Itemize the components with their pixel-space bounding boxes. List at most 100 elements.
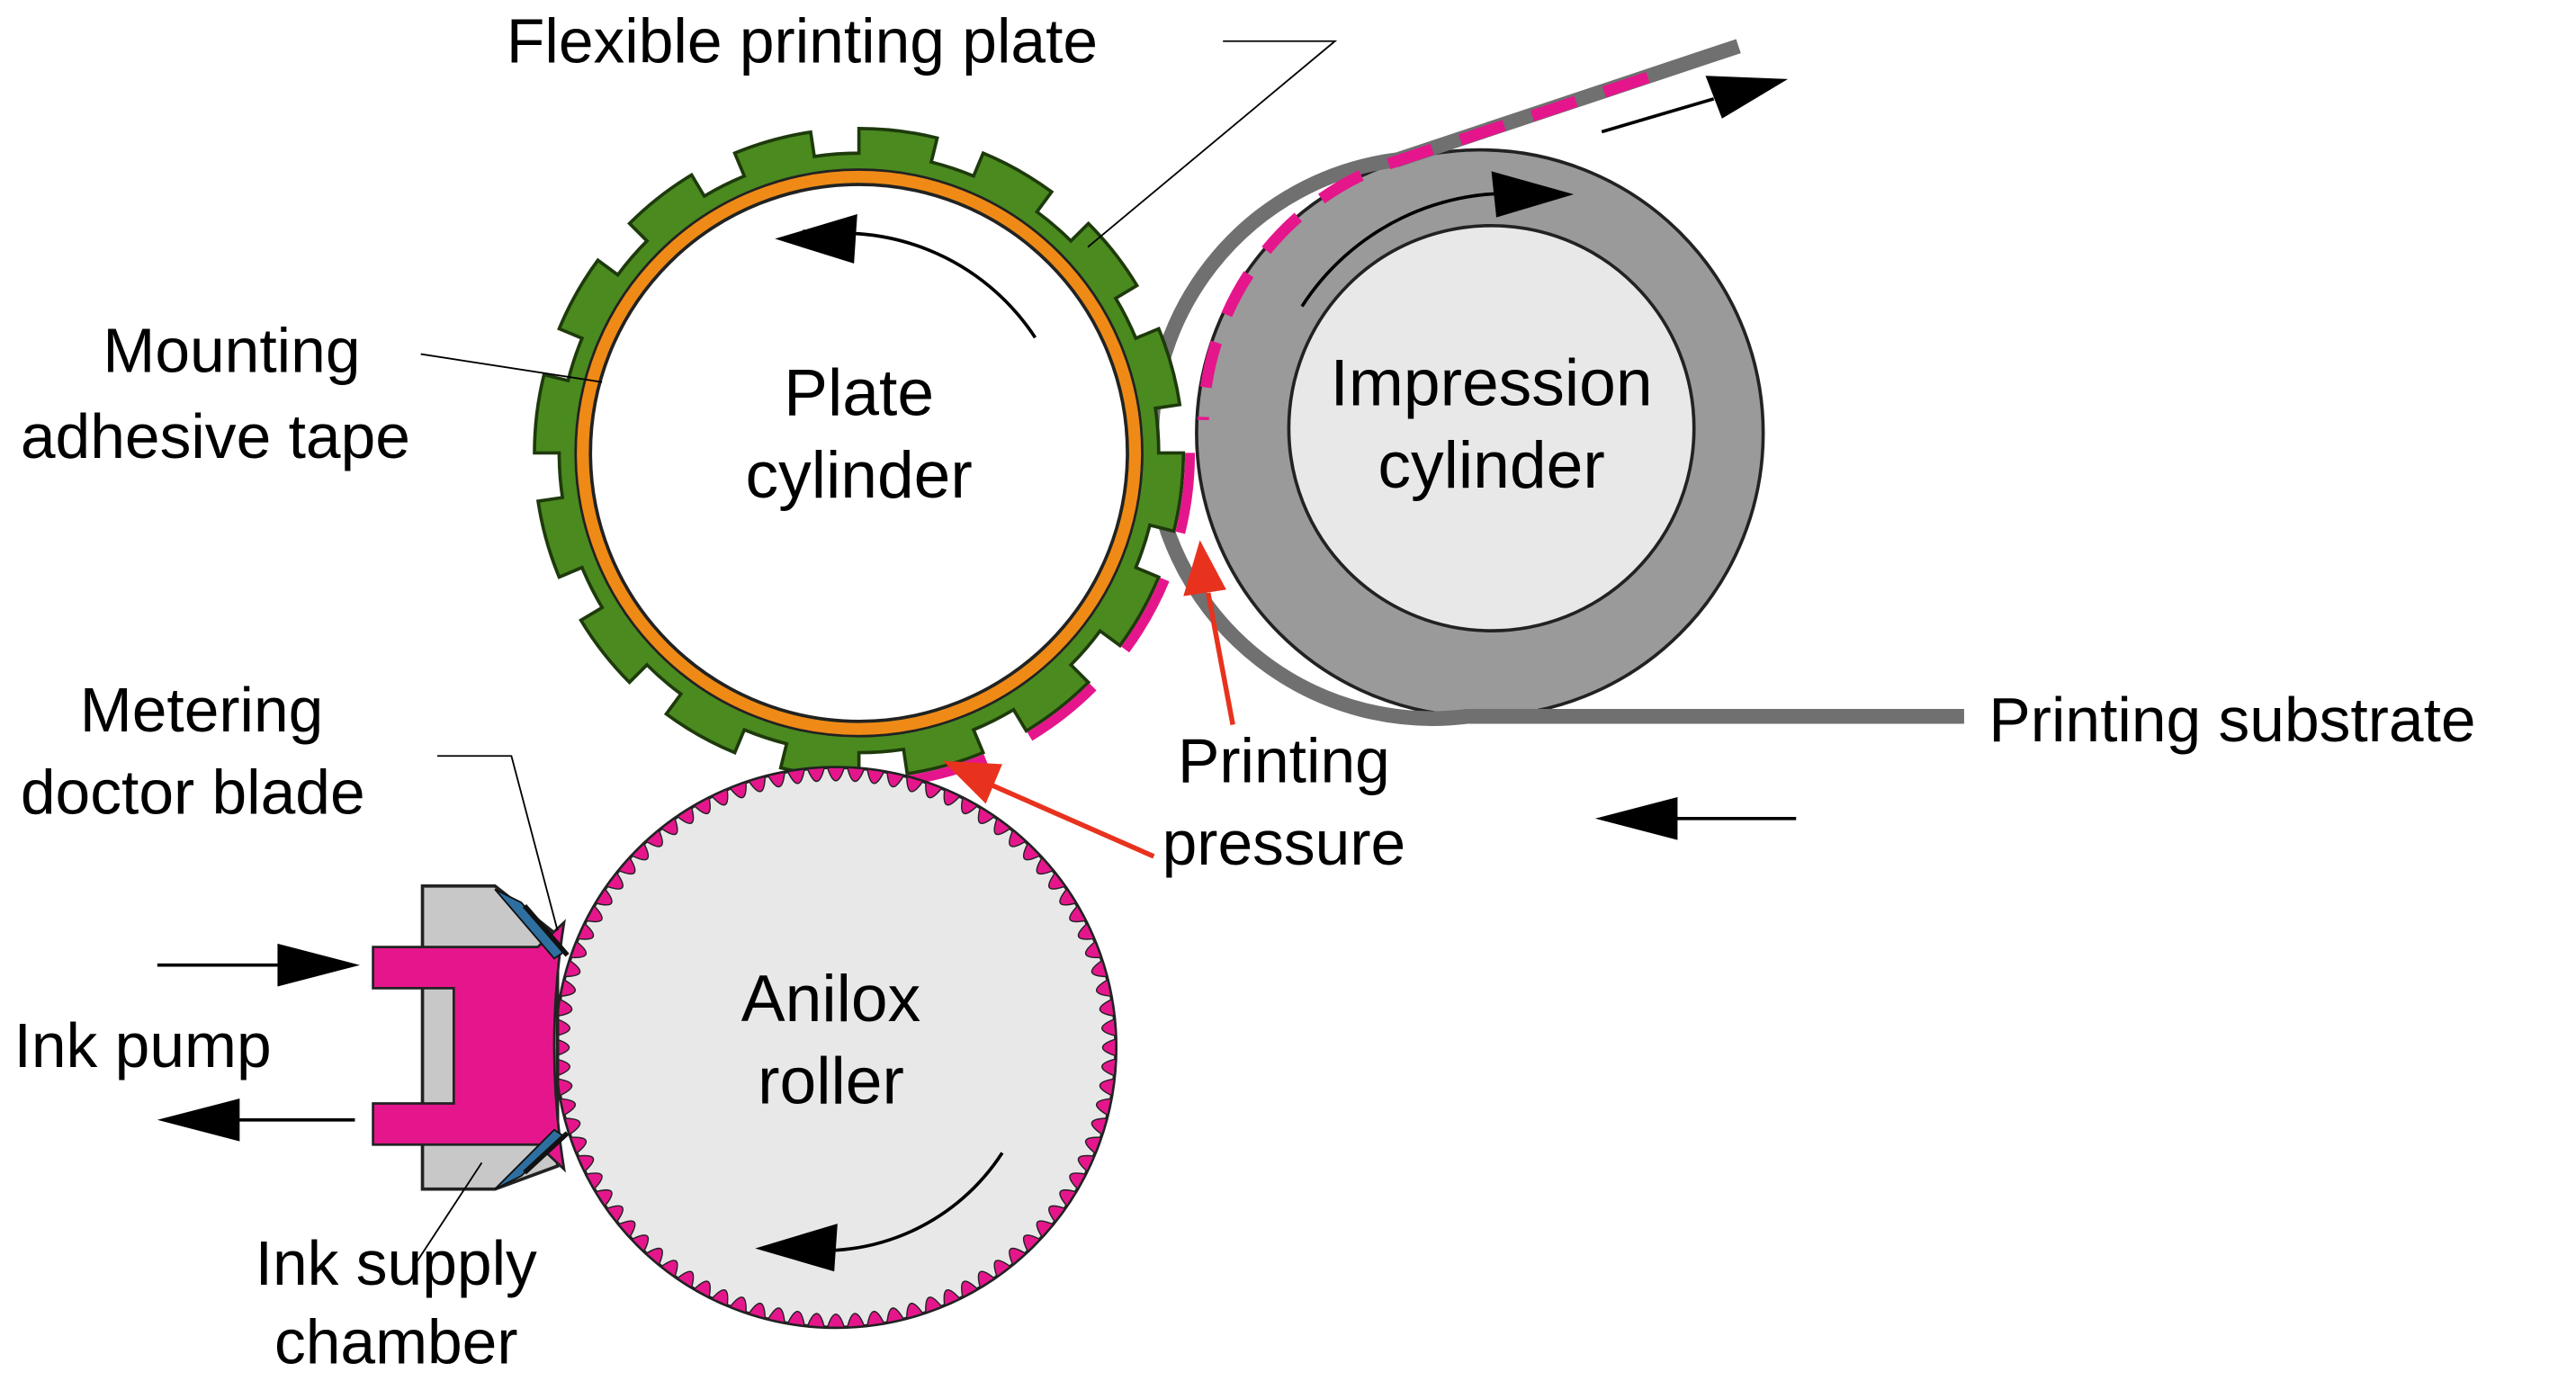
- metering-blade-label-line2: doctor blade: [21, 757, 365, 827]
- anilox-cell: [886, 1307, 905, 1324]
- anilox-cell: [1059, 887, 1077, 906]
- leader-lines: [415, 40, 1338, 1264]
- anilox-cell: [556, 998, 573, 1018]
- printing-substrate-label: Printing substrate: [1988, 685, 2475, 755]
- flexible-printing-plate-label: Flexible printing plate: [507, 6, 1098, 76]
- anilox-cell: [1069, 904, 1087, 923]
- plate-cylinder-label-line2: cylinder: [745, 438, 972, 512]
- anilox-cell: [1059, 1188, 1077, 1207]
- anilox-cell: [1096, 1098, 1112, 1116]
- plate-cylinder-label-line1: Plate: [784, 355, 934, 429]
- anilox-cell: [748, 776, 767, 793]
- plate-ink-mark: [1121, 578, 1170, 653]
- anilox-cell: [617, 856, 636, 875]
- anilox-cell: [767, 771, 785, 788]
- anilox-cell: [1022, 1234, 1041, 1253]
- anilox-cell: [977, 1270, 996, 1289]
- anilox-cell: [866, 1310, 885, 1327]
- anilox-cell: [1101, 1018, 1117, 1037]
- anilox-cell: [806, 1313, 826, 1329]
- anilox-cell: [585, 904, 603, 923]
- anilox-cell: [1077, 922, 1095, 940]
- anilox-cell: [617, 1220, 636, 1239]
- anilox-cell: [866, 768, 885, 785]
- anilox-cell: [1077, 1154, 1095, 1173]
- anilox-cell: [905, 1303, 924, 1320]
- anilox-cell: [660, 817, 678, 836]
- anilox-cell: [570, 1136, 587, 1154]
- anilox-cell: [693, 796, 711, 815]
- ink-pump-label: Ink pump: [14, 1010, 272, 1081]
- anilox-cell: [563, 1117, 581, 1136]
- anilox-cell: [1048, 872, 1066, 890]
- anilox-cell: [767, 1307, 785, 1324]
- plate-ink-mark: [1175, 453, 1196, 534]
- anilox-cell: [729, 781, 747, 799]
- ink-supply-chamber-label-line1: Ink supply: [256, 1228, 537, 1298]
- anilox-cell: [645, 829, 663, 847]
- plate-rotation-arrowhead: [775, 213, 857, 264]
- anilox-cell: [925, 781, 943, 799]
- anilox-cells: [555, 767, 1117, 1329]
- anilox-cell: [660, 1260, 678, 1278]
- impression-cylinder: [1195, 148, 1765, 719]
- anilox-cell: [1048, 1205, 1066, 1224]
- anilox-cell: [711, 1289, 729, 1307]
- anilox-cell: [585, 1172, 603, 1190]
- anilox-cell: [606, 872, 624, 890]
- printing-pressure-label-line1: Printing: [1178, 726, 1390, 796]
- anilox-cell: [645, 1247, 663, 1266]
- anilox-rotation-arrowhead: [755, 1224, 838, 1272]
- ink-pump-arrows: [157, 943, 360, 1142]
- anilox-cell: [595, 887, 613, 906]
- anilox-roller-label-line2: roller: [758, 1044, 904, 1117]
- anilox-cell: [846, 1313, 866, 1329]
- anilox-cell: [676, 1270, 695, 1289]
- anilox-cell: [1096, 978, 1112, 998]
- anilox-cell: [993, 1260, 1012, 1278]
- anilox-cell: [560, 1098, 577, 1116]
- anilox-cell: [1009, 1247, 1027, 1266]
- anilox-cell: [905, 776, 924, 793]
- anilox-cell: [1022, 842, 1041, 861]
- ink-supply-chamber: [372, 884, 570, 1191]
- anilox-cell: [711, 788, 729, 806]
- anilox-cell: [826, 767, 846, 782]
- anilox-cell: [676, 806, 695, 824]
- anilox-cell: [1036, 1220, 1055, 1239]
- mounting-tape-label-line2: adhesive tape: [21, 401, 410, 471]
- anilox-cell: [1091, 1117, 1108, 1136]
- anilox-cell: [1036, 856, 1055, 875]
- anilox-cell: [1009, 829, 1027, 847]
- anilox-cell: [1101, 1037, 1117, 1057]
- anilox-cell: [846, 767, 866, 783]
- anilox-cell: [693, 1280, 711, 1298]
- anilox-cell: [977, 806, 996, 824]
- impression-cylinder-label-line2: cylinder: [1378, 428, 1604, 502]
- anilox-cell: [1099, 998, 1116, 1018]
- metering-blade-label-line1: Metering: [80, 675, 324, 745]
- impression-cylinder-label-line1: Impression: [1331, 345, 1653, 419]
- anilox-roller-label-line1: Anilox: [741, 962, 920, 1036]
- plate-cylinder-core: [588, 183, 1129, 723]
- anilox-cell: [748, 1303, 767, 1320]
- anilox-cell: [786, 768, 805, 785]
- anilox-cell: [606, 1205, 624, 1224]
- anilox-cell: [631, 842, 650, 861]
- plate-cylinder: [533, 126, 1196, 785]
- anilox-cell: [631, 1234, 650, 1253]
- anilox-cell: [925, 1296, 943, 1314]
- anilox-cell: [1085, 940, 1102, 959]
- anilox-cell: [1101, 1058, 1117, 1077]
- anilox-cell: [595, 1188, 613, 1207]
- substrate-direction-arrows: [1594, 76, 1797, 840]
- mounting-adhesive-tape: [575, 169, 1143, 737]
- anilox-cell: [886, 771, 905, 788]
- anilox-cell: [943, 1289, 961, 1307]
- tape-outline: [574, 168, 1144, 738]
- anilox-cell: [563, 959, 581, 978]
- ink-fill: [372, 919, 566, 1173]
- impression-rotation-arrowhead: [1491, 171, 1575, 218]
- anilox-cell: [961, 796, 979, 815]
- anilox-cell: [1099, 1078, 1116, 1097]
